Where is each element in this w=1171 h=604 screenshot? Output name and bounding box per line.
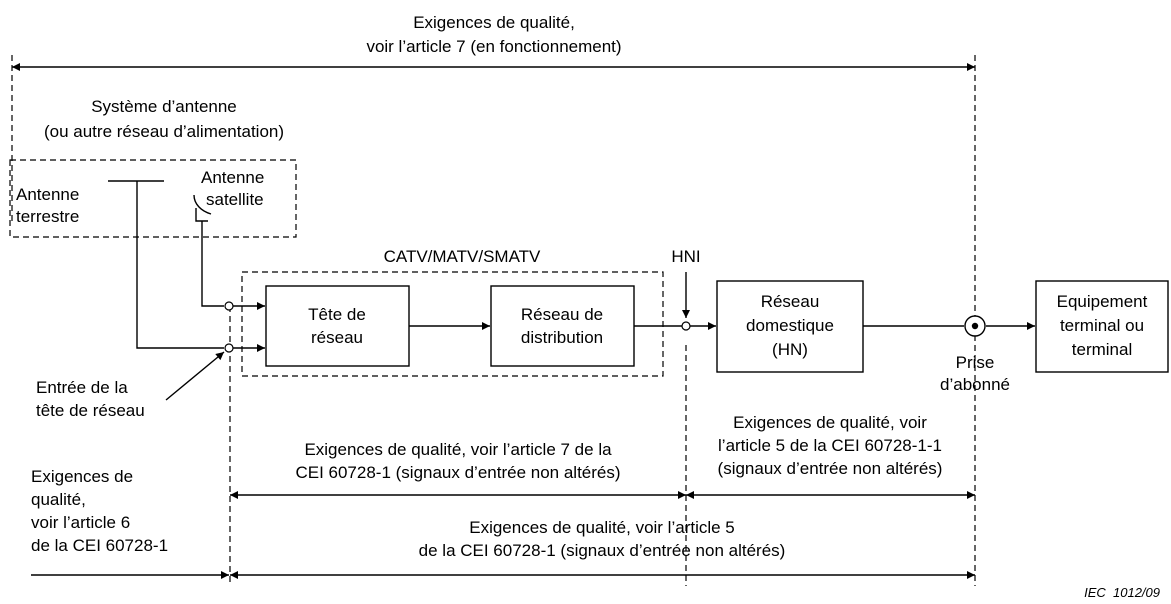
distribution-label-line-1: Réseau de: [521, 305, 603, 324]
headend-label-line-2: réseau: [311, 328, 363, 347]
req-article5-cei-1-1-line-2: l’article 5 de la CEI 60728-1-1: [718, 436, 942, 455]
terminal-equipment-box: [1035, 280, 1169, 373]
satellite-dish-icon: [193, 194, 212, 222]
headend-group-title: CATV/MATV/SMATV: [384, 247, 541, 266]
terminal-label-line-1: Equipement: [1057, 292, 1148, 311]
headend-input-pointer-arrow: [165, 351, 225, 401]
satellite-antenna-label-line-2: satellite: [206, 190, 264, 209]
top-requirement-line-2: voir l’article 7 (en fonctionnement): [366, 37, 621, 56]
terrestrial-antenna-label-line-2: terrestre: [16, 207, 79, 226]
distribution-label-line-2: distribution: [521, 328, 603, 347]
antenna-system-title-line-2: (ou autre réseau d’alimentation): [44, 122, 284, 141]
satellite-antenna-label-line-1: Antenne: [201, 168, 264, 187]
req-article6-line-4: de la CEI 60728-1: [31, 536, 168, 555]
terminal-label-line-2: terminal ou: [1060, 316, 1144, 335]
req-article6-line-2: qualité,: [31, 490, 86, 509]
req-article7-cei-line-1: Exigences de qualité, voir l’article 7 d…: [304, 440, 612, 459]
terrestrial-feed-line: [136, 181, 224, 349]
terrestrial-antenna-label-line-1: Antenne: [16, 185, 79, 204]
figure-reference: IEC 1012/09: [1084, 585, 1160, 600]
home-network-label-line-3: (HN): [772, 340, 808, 359]
headend-label-line-1: Tête de: [308, 305, 366, 324]
distribution-box: [490, 285, 635, 367]
headend-input-connector-upper: [224, 301, 234, 311]
antenna-system-title-line-1: Système d’antenne: [91, 97, 237, 116]
req-article6-line-3: voir l’article 6: [31, 513, 130, 532]
req-article5-cei-line-1: Exigences de qualité, voir l’article 5: [469, 518, 735, 537]
satellite-feed-line: [201, 221, 224, 307]
req-article6-line-1: Exigences de: [31, 467, 133, 486]
headend-input-label-line-1: Entrée de la: [36, 378, 128, 397]
req-article5-cei-1-1-line-1: Exigences de qualité, voir: [733, 413, 927, 432]
hni-label: HNI: [671, 247, 700, 266]
headend-box: [265, 285, 410, 367]
subscriber-outlet-icon: [964, 315, 986, 337]
antenna-system-box: [9, 159, 297, 238]
home-network-label-line-2: domestique: [746, 316, 834, 335]
hni-connector: [681, 321, 691, 331]
outlet-label-line-2: d’abonné: [940, 375, 1010, 394]
terminal-label-line-3: terminal: [1072, 340, 1132, 359]
home-network-box: [716, 280, 864, 373]
req-article5-cei-1-1-line-3: (signaux d’entrée non altérés): [718, 459, 943, 478]
headend-input-label-line-2: tête de réseau: [36, 401, 145, 420]
headend-group-box: [241, 271, 664, 377]
headend-input-connector-lower: [224, 343, 234, 353]
outlet-label-line-1: Prise: [956, 353, 995, 372]
req-article7-cei-line-2: CEI 60728-1 (signaux d’entrée non altéré…: [295, 463, 620, 482]
req-article5-cei-line-2: de la CEI 60728-1 (signaux d’entrée non …: [419, 541, 786, 560]
home-network-label-line-1: Réseau: [761, 292, 820, 311]
top-requirement-line-1: Exigences de qualité,: [413, 13, 575, 32]
